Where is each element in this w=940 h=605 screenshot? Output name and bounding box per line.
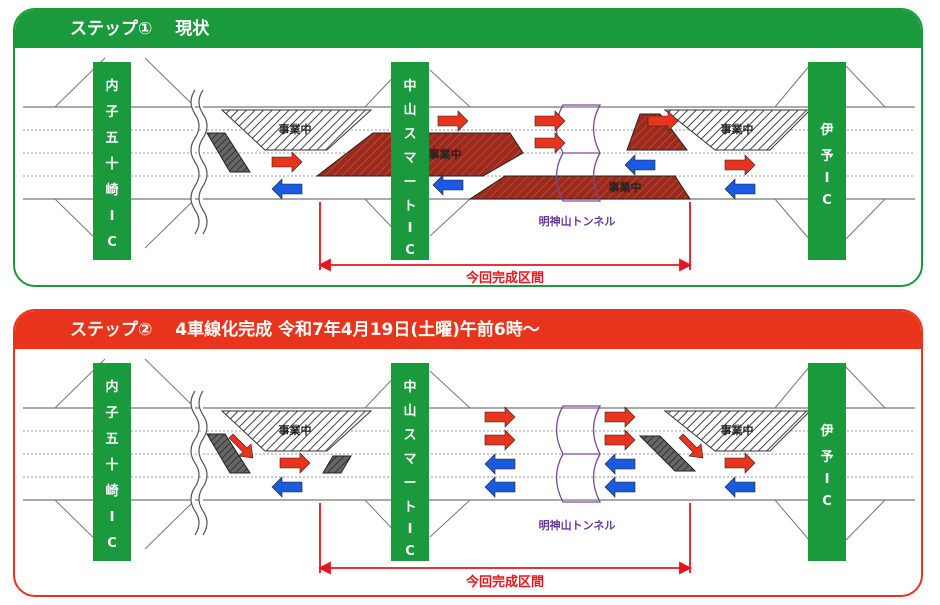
step2-section-label: 今回完成区間 (465, 574, 544, 590)
svg-text:事業中: 事業中 (429, 147, 462, 161)
step1-diagram: 事業中 事業中 事業中 事業中 明神山トンネル (23, 57, 915, 285)
svg-text:事業中: 事業中 (279, 122, 312, 136)
step1-ic-right (808, 62, 846, 260)
step2-section-bracket (317, 503, 693, 575)
step1-panel: ステップ① 現状 (13, 8, 923, 287)
step1-tunnel-label: 明神山トンネル (539, 214, 616, 228)
step2-ic-mid (391, 363, 429, 561)
step2-work-area-gate-mid (322, 455, 352, 474)
svg-text:事業中: 事業中 (279, 423, 312, 437)
step1-header: ステップ① 現状 (15, 10, 921, 48)
step1-section-label: 今回完成区間 (465, 270, 544, 285)
step2-work-area-gate-right (638, 435, 697, 472)
step2-ic-right (808, 363, 846, 561)
svg-text:事業中: 事業中 (721, 423, 754, 437)
step2-work-area-upper-right (663, 410, 812, 452)
step1-work-area-upper-right (663, 109, 812, 151)
svg-text:事業中: 事業中 (721, 122, 754, 136)
step1-section-bracket (317, 202, 693, 272)
step2-work-area-gate-left (206, 433, 251, 474)
step2-header: ステップ② 4車線化完成 令和7年4月19日(土曜)午前6時～ (15, 311, 921, 349)
step2-diagram: 事業中 事業中 明神山トンネル (23, 358, 915, 590)
svg-text:事業中: 事業中 (609, 180, 642, 194)
step2-break-line (190, 390, 208, 536)
step2-work-area-upper-left (220, 410, 373, 452)
step1-break-line (190, 89, 208, 235)
step2-ic-left (93, 363, 131, 561)
step1-work-area-gate-left (206, 132, 251, 173)
step2-road (23, 358, 915, 550)
step2-tunnel (555, 405, 602, 503)
step1-work-area-upper-left (220, 109, 373, 151)
step2-arrows (228, 406, 756, 498)
step2-tunnel-label: 明神山トンネル (539, 518, 616, 532)
step1-work-area-red-3 (626, 113, 688, 151)
step1-ic-mid (391, 62, 429, 260)
step2-panel: ステップ② 4車線化完成 令和7年4月19日(土曜)午前6時～ 事業中 (13, 309, 923, 597)
step1-arrows (271, 110, 756, 200)
step1-work-area-red-2 (468, 175, 691, 200)
step1-ic-left (93, 62, 131, 260)
